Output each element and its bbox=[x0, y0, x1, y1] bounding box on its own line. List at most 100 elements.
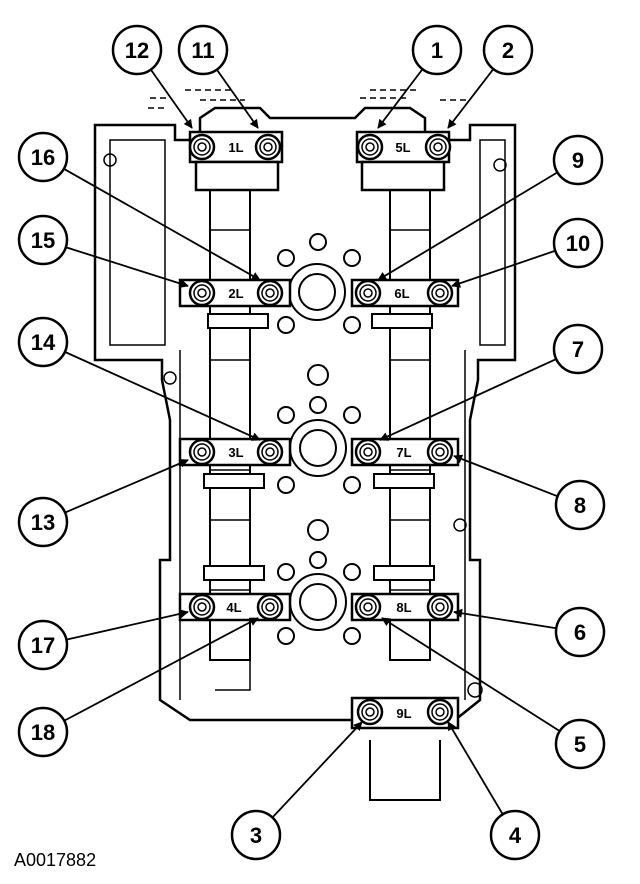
bolt bbox=[256, 279, 284, 307]
callout-number: 10 bbox=[566, 231, 590, 256]
bolt bbox=[256, 438, 284, 466]
leader-lines bbox=[63, 68, 561, 819]
bolt bbox=[188, 133, 216, 161]
callout-number: 8 bbox=[574, 493, 586, 518]
callout-circle bbox=[17, 619, 69, 671]
bolt bbox=[188, 593, 216, 621]
leader-line bbox=[271, 721, 363, 819]
callout-8: 8 bbox=[554, 479, 606, 531]
bearing-cap-label: 7L bbox=[396, 445, 411, 460]
callout-number: 16 bbox=[31, 145, 55, 170]
bearing-cap-label: 5L bbox=[395, 140, 410, 155]
callout-circle bbox=[554, 606, 606, 658]
callout-number: 7 bbox=[572, 337, 584, 362]
callout-7: 7 bbox=[552, 323, 604, 375]
leader-line bbox=[447, 68, 495, 129]
bolt bbox=[256, 593, 284, 621]
bolt bbox=[254, 133, 282, 161]
callout-circle bbox=[17, 706, 69, 758]
leader-line bbox=[447, 721, 504, 815]
callout-circle bbox=[482, 24, 534, 76]
callout-number: 9 bbox=[572, 148, 584, 173]
leader-line bbox=[377, 171, 558, 281]
callout-9: 9 bbox=[552, 134, 604, 186]
callout-13: 13 bbox=[17, 496, 69, 548]
bearing-cap-label: 6L bbox=[394, 286, 409, 301]
bolt bbox=[426, 438, 454, 466]
leader-line bbox=[451, 249, 556, 288]
leader-line bbox=[377, 68, 424, 129]
callout-number: 1 bbox=[431, 38, 443, 63]
callout-circle bbox=[411, 24, 463, 76]
bolt bbox=[356, 698, 384, 726]
callout-circle bbox=[552, 134, 604, 186]
callout-1: 1 bbox=[411, 24, 463, 76]
bolt bbox=[188, 438, 216, 466]
leader-line bbox=[381, 617, 561, 732]
right-camshaft bbox=[389, 189, 431, 661]
leader-line bbox=[216, 69, 259, 129]
callout-number: 17 bbox=[31, 633, 55, 658]
callout-number: 4 bbox=[509, 823, 522, 848]
callout-number: 15 bbox=[31, 228, 55, 253]
leader-line bbox=[65, 246, 189, 288]
leader-line bbox=[63, 168, 261, 281]
figure-id: A0017882 bbox=[14, 850, 96, 870]
callout-number: 14 bbox=[31, 330, 56, 355]
callout-number: 12 bbox=[125, 38, 149, 63]
callout-3: 3 bbox=[230, 809, 282, 861]
bolt bbox=[426, 593, 454, 621]
callout-number: 13 bbox=[31, 510, 55, 535]
leader-line bbox=[453, 454, 558, 498]
callout-circle bbox=[17, 316, 69, 368]
callout-number: 2 bbox=[502, 38, 514, 63]
leader-line bbox=[150, 69, 193, 129]
leader-line bbox=[64, 351, 261, 441]
leader-line bbox=[66, 609, 189, 641]
bolt bbox=[188, 279, 216, 307]
spark-plug-wells bbox=[277, 233, 361, 645]
left-camshaft bbox=[209, 189, 251, 661]
callout-number: 11 bbox=[191, 38, 214, 63]
callout-4: 4 bbox=[489, 809, 541, 861]
callout-circle bbox=[177, 24, 229, 76]
callout-circle bbox=[552, 217, 604, 269]
leader-line bbox=[453, 608, 557, 630]
bolt bbox=[426, 698, 454, 726]
callout-15: 15 bbox=[17, 214, 69, 266]
callout-14: 14 bbox=[17, 316, 69, 368]
bolts bbox=[188, 133, 454, 726]
callout-number: 3 bbox=[250, 823, 262, 848]
callout-circle bbox=[230, 809, 282, 861]
callout-11: 11 bbox=[177, 24, 229, 76]
callout-circle bbox=[554, 479, 606, 531]
bearing-cap-label: 8L bbox=[396, 600, 411, 615]
callout-17: 17 bbox=[17, 619, 69, 671]
callout-circle bbox=[17, 496, 69, 548]
bolt bbox=[424, 133, 452, 161]
callout-12: 12 bbox=[111, 24, 163, 76]
callout-number: 18 bbox=[31, 720, 55, 745]
callout-number: 5 bbox=[574, 732, 586, 757]
bolt bbox=[354, 438, 382, 466]
bearing-cap-label: 1L bbox=[228, 140, 243, 155]
bolt bbox=[354, 279, 382, 307]
callout-10: 10 bbox=[552, 217, 604, 269]
callout-circle bbox=[111, 24, 163, 76]
callout-circle bbox=[489, 809, 541, 861]
callout-circle bbox=[552, 323, 604, 375]
callout-number: 6 bbox=[574, 620, 586, 645]
bolt bbox=[356, 133, 384, 161]
bolt bbox=[426, 279, 454, 307]
bolt bbox=[354, 593, 382, 621]
callout-circle bbox=[17, 131, 69, 183]
bearing-cap-label: 4L bbox=[226, 600, 241, 615]
callout-circle bbox=[554, 718, 606, 770]
leader-line bbox=[379, 358, 557, 441]
callout-5: 5 bbox=[554, 718, 606, 770]
leader-line bbox=[63, 617, 259, 722]
cylinder-head-outline bbox=[93, 89, 517, 801]
callout-16: 16 bbox=[17, 131, 69, 183]
